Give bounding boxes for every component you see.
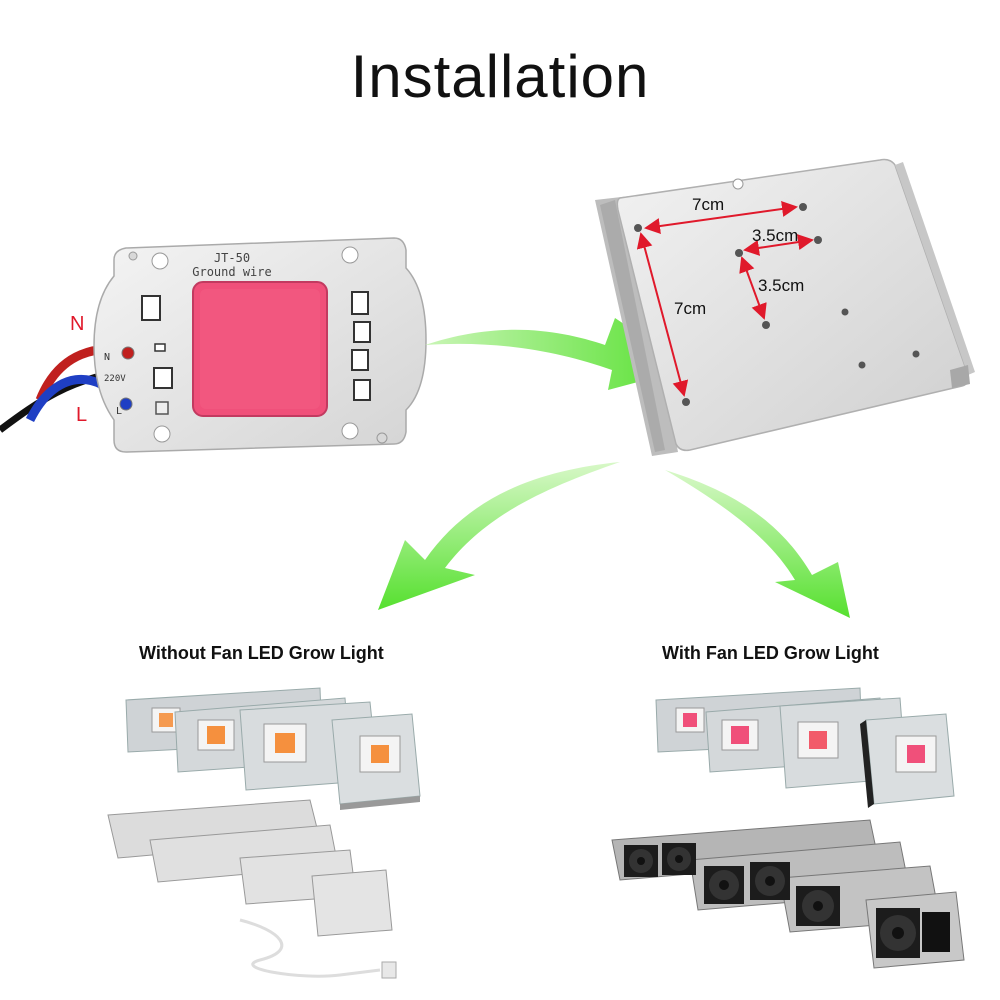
pin-l-label: L (116, 406, 122, 417)
led-cob-module: JT-50 Ground wire N 220V L N L (0, 237, 427, 453)
dimension-label-left: 7cm (674, 299, 706, 318)
wire-label-l: L (76, 404, 87, 426)
mount-hole (341, 246, 359, 264)
plug (381, 961, 397, 979)
mount-hole (151, 252, 169, 270)
fan (750, 862, 790, 900)
module-model-label: JT-50 (214, 251, 250, 265)
solder-pad-n (121, 346, 135, 360)
fan (624, 845, 658, 877)
dimension-line-left (636, 232, 689, 397)
mount-hole (341, 422, 359, 440)
with-fan-bars (611, 819, 965, 969)
heatsink-bar (311, 869, 393, 937)
driver-chip (351, 291, 369, 315)
without-fan-bars (107, 799, 397, 979)
arrow-to-with-fan (665, 470, 850, 618)
voltage-label: 220V (104, 374, 126, 384)
dimension-label-top: 7cm (692, 195, 724, 214)
caption-without-fan: Without Fan LED Grow Light (139, 643, 384, 663)
driver-chip (141, 295, 161, 321)
dimension-line-top (644, 201, 798, 234)
wire-label-n: N (70, 313, 84, 335)
dimension-label-small-h: 3.5cm (752, 226, 798, 245)
mount-hole (841, 308, 849, 316)
fan (796, 886, 840, 926)
mount-hole (735, 249, 743, 257)
page-title: Installation (350, 43, 650, 110)
driver-box (922, 912, 950, 952)
grow-light-panel (860, 713, 955, 808)
arrow-to-heatsink (425, 318, 690, 390)
dimension-label-small-v: 3.5cm (758, 276, 804, 295)
driver-chip (353, 379, 371, 401)
mount-hole (732, 178, 744, 190)
caption-with-fan: With Fan LED Grow Light (662, 643, 879, 663)
driver-chip (351, 349, 369, 371)
fan (662, 843, 696, 875)
mount-hole (682, 398, 690, 406)
mount-hole (128, 251, 138, 261)
without-fan-panels (125, 687, 421, 810)
mount-hole (376, 432, 388, 444)
solder-pad-l (119, 397, 133, 411)
dimension-line-small-h (743, 234, 814, 256)
pin-n-label: N (104, 352, 110, 363)
dimension-line-small-v (739, 256, 767, 320)
power-cord (239, 918, 381, 978)
mount-hole (153, 425, 171, 443)
mount-hole (762, 321, 770, 329)
heatsink: 7cm 3.5cm 3.5cm 7cm (595, 158, 975, 456)
grow-light-panel (331, 713, 421, 810)
fan (876, 908, 920, 958)
driver-chip (154, 343, 166, 352)
mount-hole (858, 361, 866, 369)
mount-hole (912, 350, 920, 358)
with-fan-panels (655, 687, 955, 808)
mount-hole (799, 203, 807, 211)
fan (704, 866, 744, 904)
driver-chip (353, 321, 371, 343)
ground-wire-label: Ground wire (192, 265, 271, 279)
mount-hole (634, 224, 642, 232)
mount-hole (814, 236, 822, 244)
driver-chip (155, 401, 169, 415)
driver-chip (153, 367, 173, 389)
arrow-to-without-fan (378, 462, 620, 610)
